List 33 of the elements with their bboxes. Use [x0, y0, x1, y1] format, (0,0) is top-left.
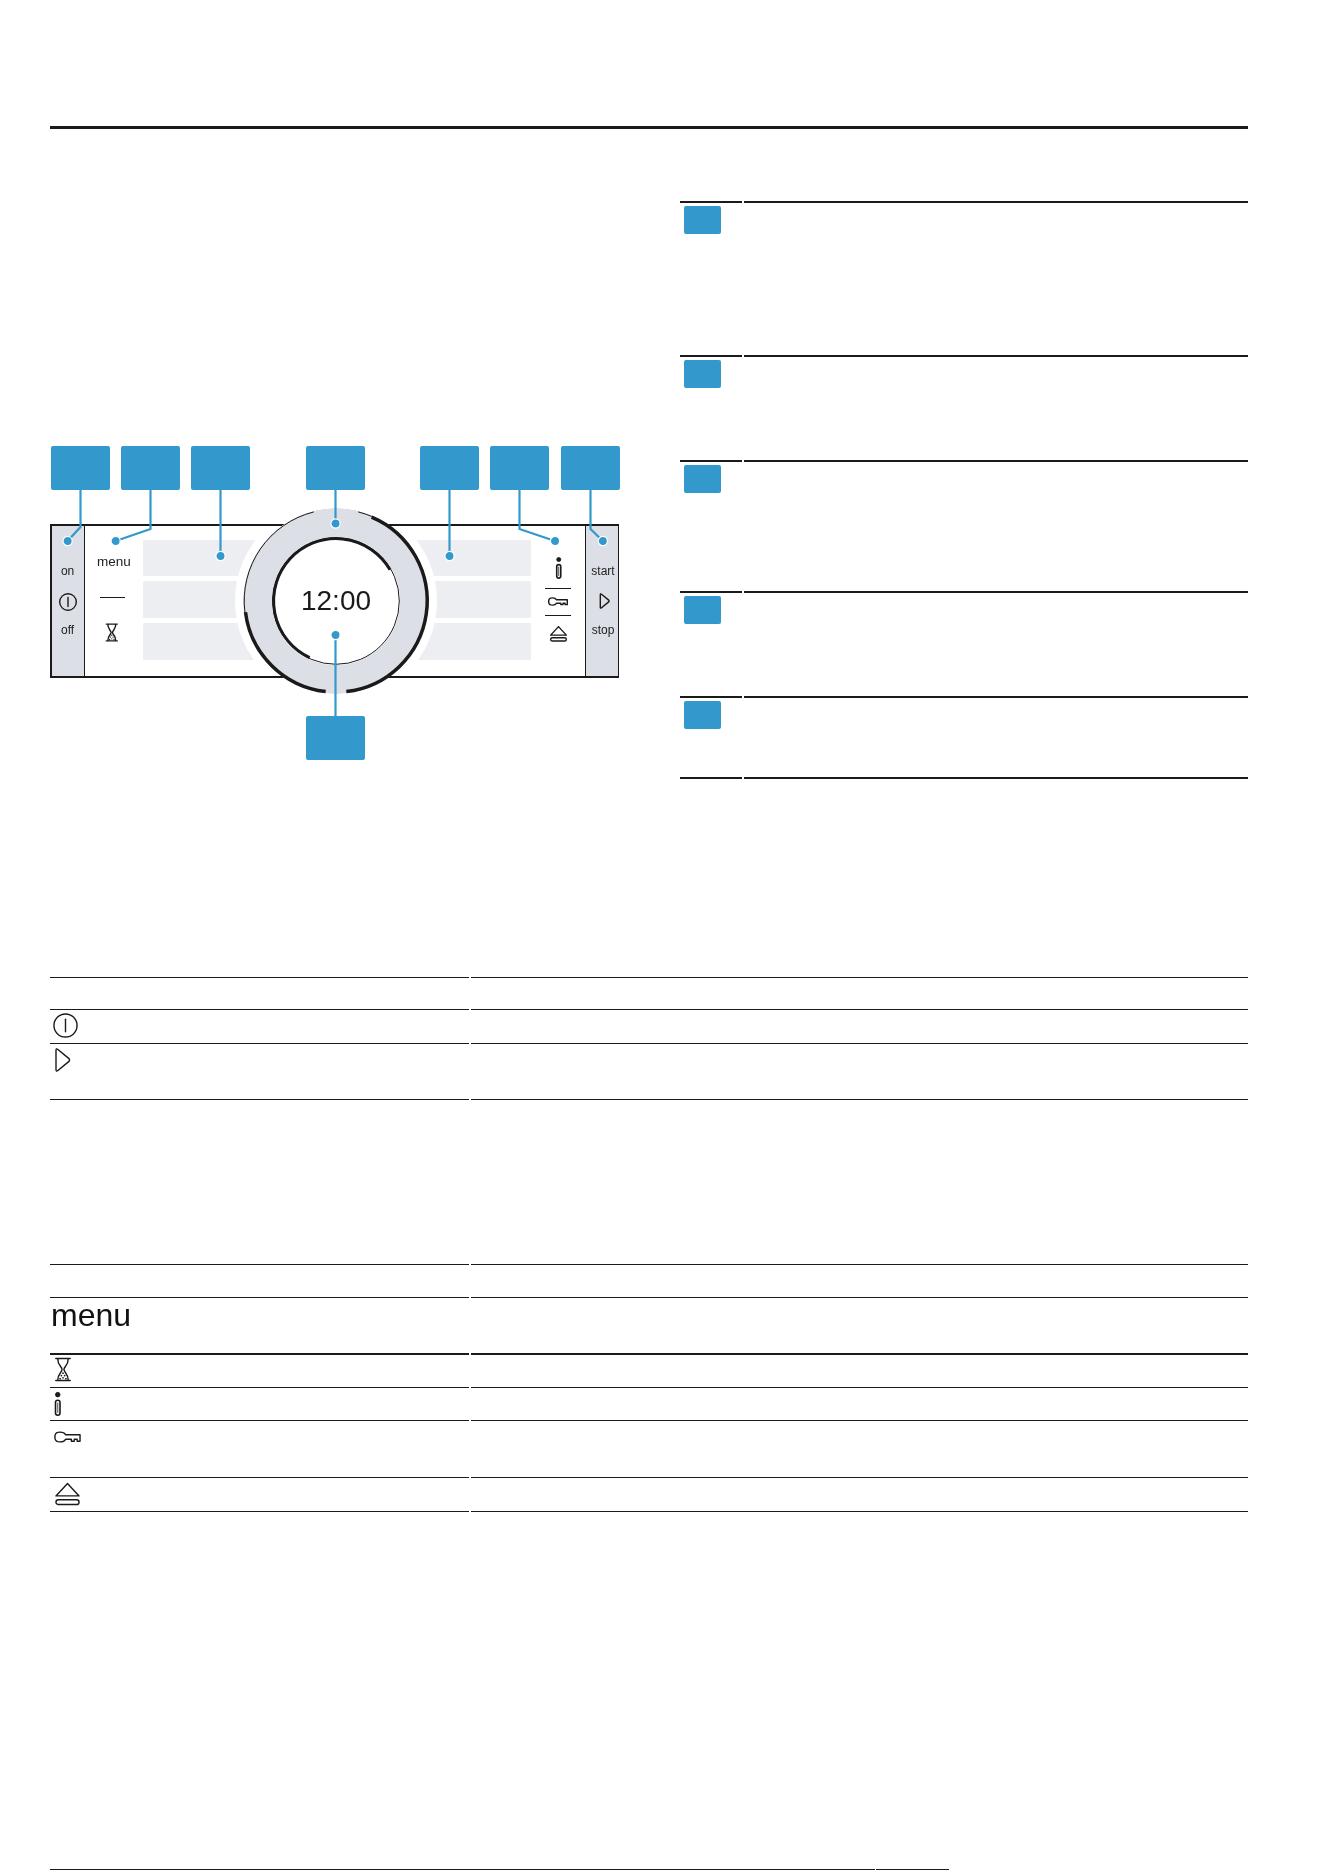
- callout-badge: [683, 205, 721, 234]
- cell-text: menu: [51, 1298, 132, 1332]
- callout-badge: [683, 595, 721, 624]
- leader-line: [110, 490, 152, 547]
- leader-line: [518, 490, 561, 547]
- display-panel: [143, 540, 258, 660]
- leader-line: [62, 490, 82, 547]
- leader-line: [330, 629, 341, 716]
- leader-line: [444, 490, 455, 562]
- callout-badge: [561, 446, 620, 490]
- callout-badge: [420, 446, 479, 490]
- info-icon: [554, 557, 562, 579]
- key-label: start: [591, 564, 615, 578]
- time-text: 12:00: [300, 585, 372, 617]
- key-label: off: [61, 622, 75, 637]
- key-strip: [52, 526, 85, 676]
- leader-line: [215, 490, 226, 562]
- callout-badge: [51, 446, 110, 490]
- key-strip: [585, 526, 618, 676]
- callout-badge: [683, 359, 721, 388]
- leader-line: [330, 490, 341, 529]
- leader-line: [589, 490, 608, 547]
- callout-badge: [683, 464, 721, 493]
- callout-badge: [306, 446, 365, 490]
- key-label: menu: [97, 554, 131, 570]
- display-panel: [416, 540, 531, 660]
- key-label: stop: [591, 622, 615, 637]
- callout-badge: [191, 446, 250, 490]
- callout-badge: [306, 716, 365, 760]
- key-label: on: [60, 564, 75, 578]
- callout-badge: [121, 446, 180, 490]
- callout-badge: [490, 446, 549, 490]
- callout-badge: [683, 700, 721, 729]
